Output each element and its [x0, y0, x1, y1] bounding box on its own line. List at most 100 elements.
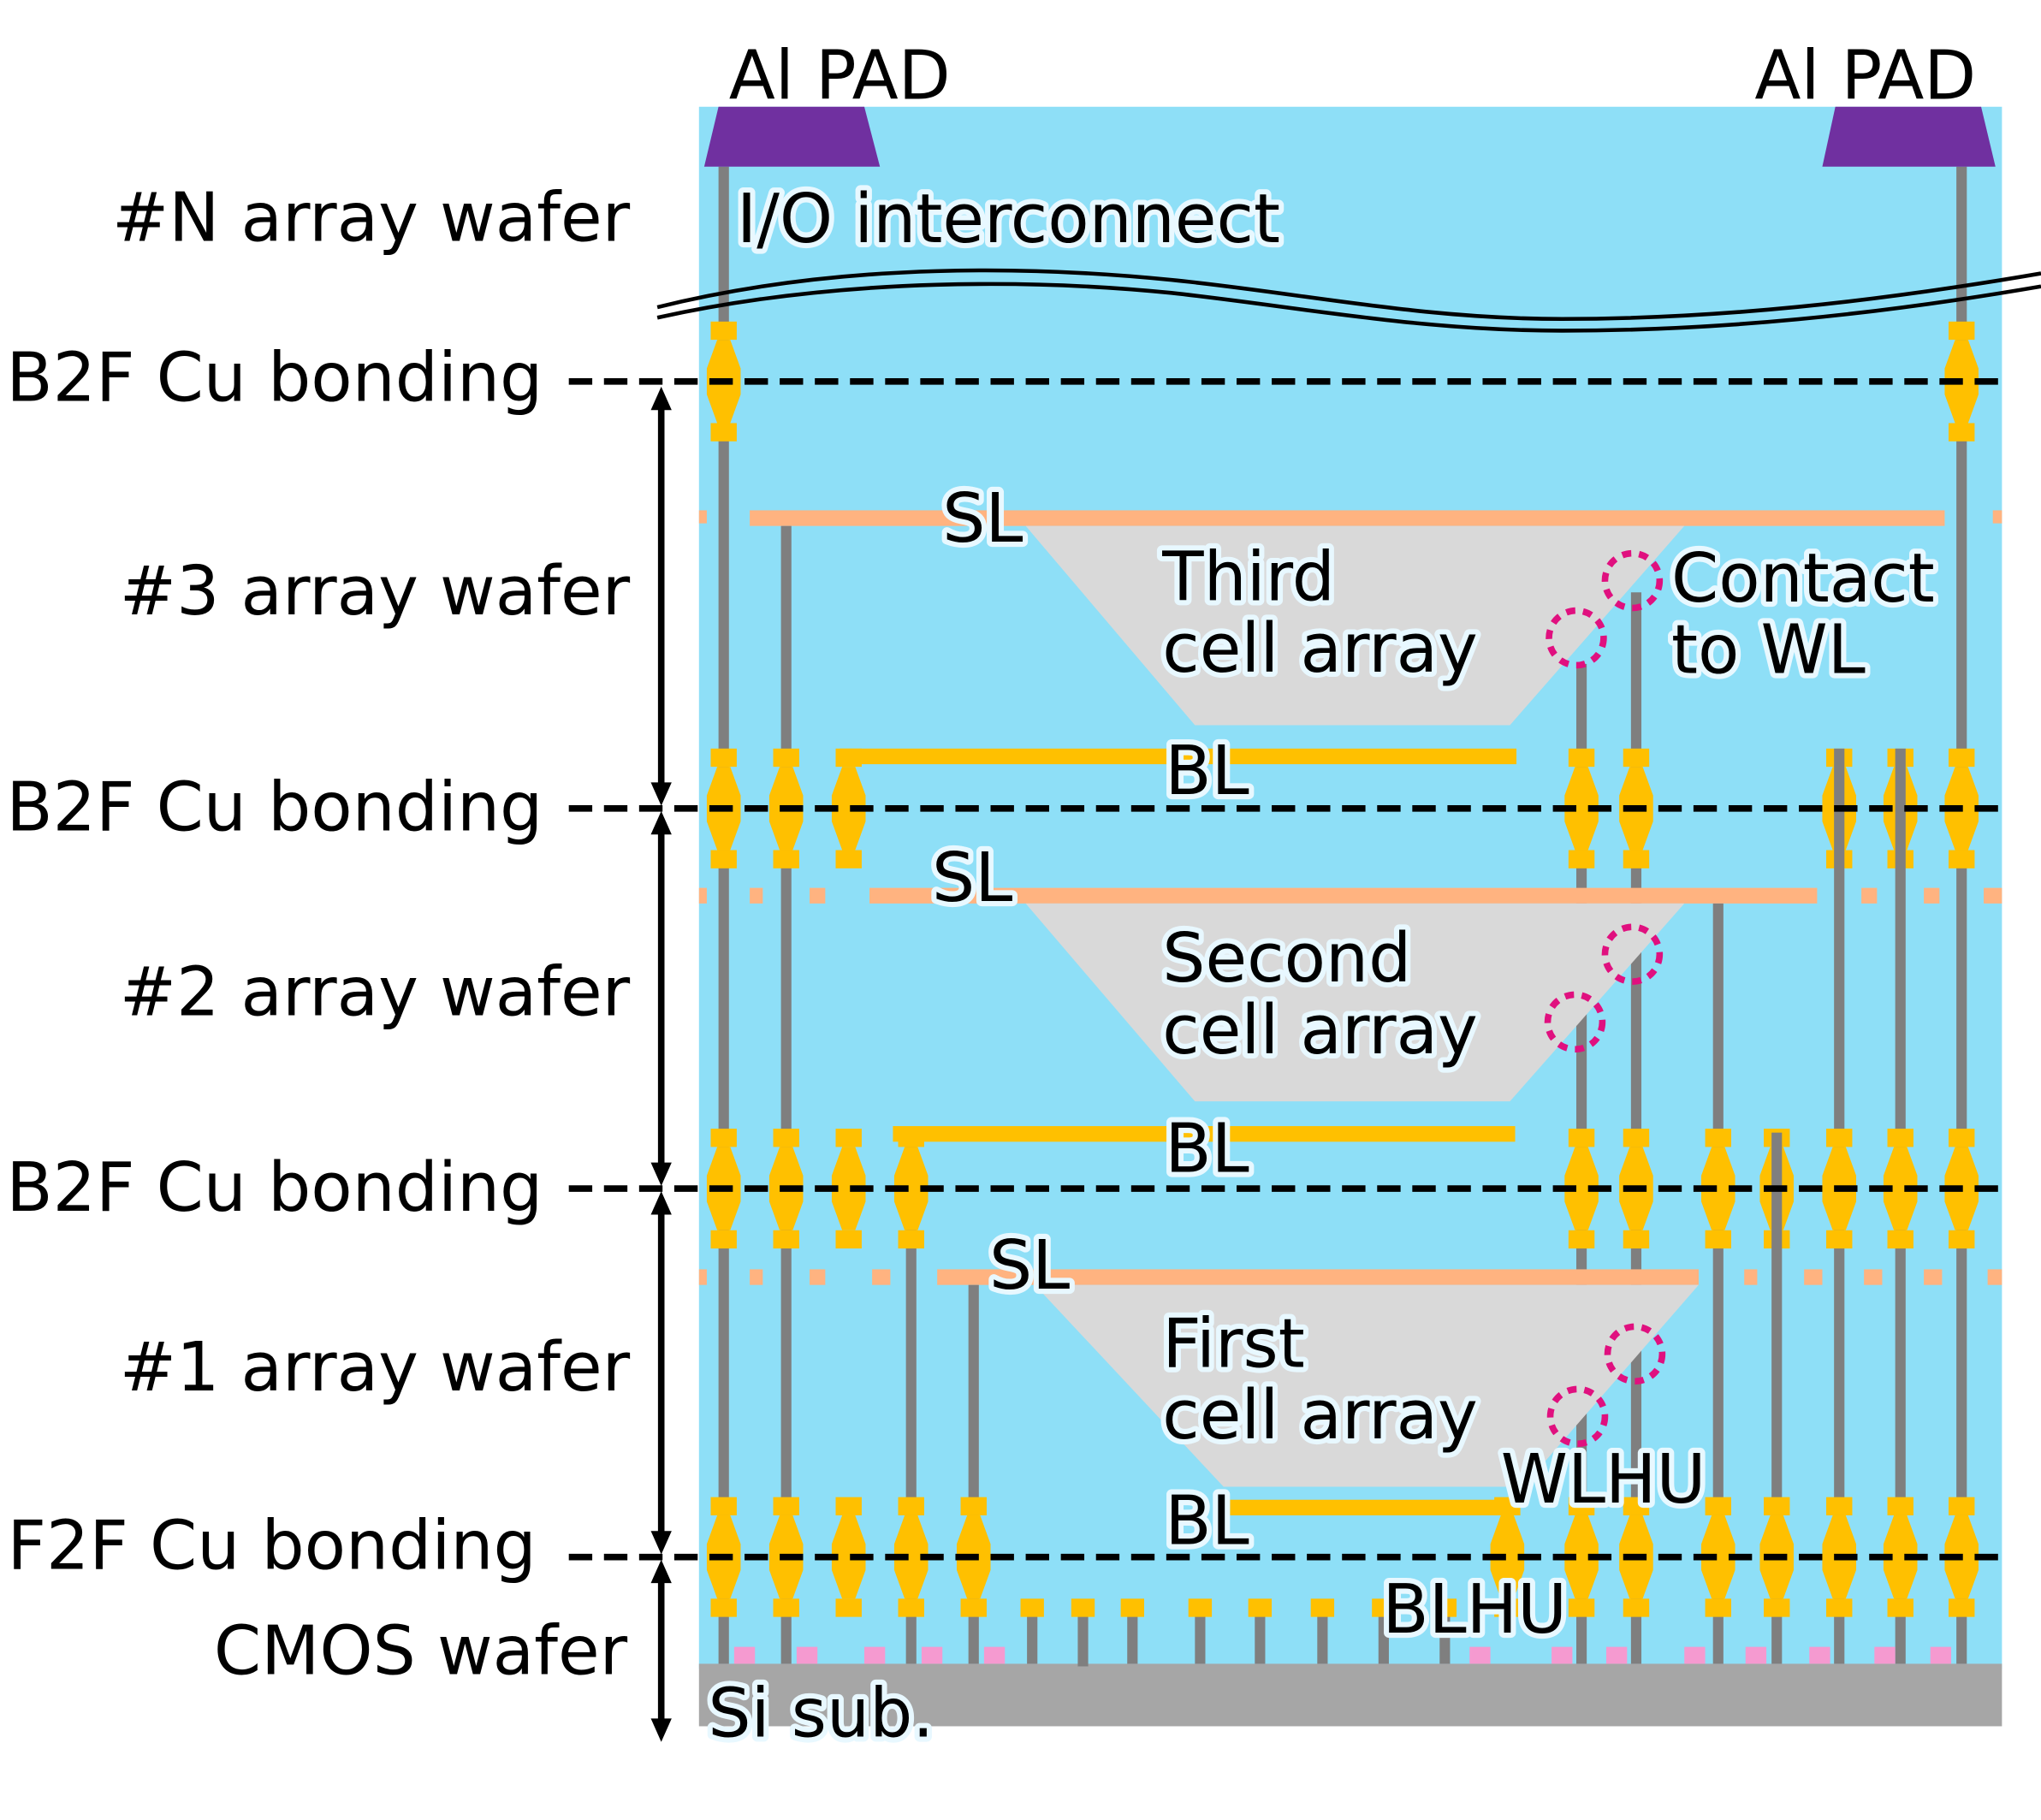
cmos-device [1930, 1646, 1952, 1664]
bond-lines [568, 377, 2002, 1561]
label-sl-2: SL [932, 839, 1012, 917]
sl-dash [1861, 887, 1878, 904]
cu-pad [1887, 1598, 1913, 1617]
si-substrate [698, 1663, 2002, 1727]
sl-dash [1924, 887, 1940, 904]
cmos-device [1684, 1646, 1706, 1664]
cu-pad [898, 1230, 924, 1249]
source-line [869, 887, 1818, 904]
wl-contact-circle [1604, 1323, 1666, 1385]
cu-pad [1949, 1598, 1975, 1617]
arrow-head-up [650, 810, 672, 835]
cu-bond-joint [1564, 767, 1599, 851]
cu-bond-joint [1883, 1147, 1918, 1230]
wl-contact-circle [1546, 607, 1607, 669]
sl-dash [750, 1269, 763, 1285]
second-cell-array [1025, 903, 1685, 1102]
label-al-pad-right: Al PAD [1754, 37, 1976, 116]
cmos-device [983, 1646, 1006, 1664]
blhu-pad [1433, 1598, 1457, 1617]
wl-contact-circle [1601, 549, 1664, 612]
cu-pad [773, 1129, 799, 1147]
cmos-device [921, 1646, 943, 1664]
label-array-3-line1: Third [1161, 537, 1335, 616]
sl-dash [698, 1269, 707, 1285]
cmos-device [733, 1646, 756, 1664]
cu-pad [1949, 1129, 1975, 1147]
bit-line [840, 748, 1517, 765]
label-wafer-3: #3 array wafer [120, 552, 631, 631]
cu-pad [1568, 748, 1595, 768]
via [1317, 1614, 1328, 1664]
cu-pad [773, 850, 799, 869]
cu-pad [1949, 850, 1975, 869]
cu-pad [1949, 1497, 1975, 1515]
cu-pad [835, 850, 862, 869]
cu-pad [835, 1230, 862, 1249]
cu-pad [835, 1129, 862, 1147]
cu-pad [1494, 1497, 1521, 1515]
bit-line [1230, 1499, 1510, 1515]
break-line-upper [656, 268, 2041, 322]
al-pad-left [703, 106, 881, 167]
sl-dash [1924, 1269, 1943, 1285]
cu-pad [1568, 1497, 1595, 1515]
cu-bond-joint [1883, 1515, 1918, 1599]
wl-contact-circle [1544, 991, 1606, 1053]
cu-pad [1705, 1230, 1731, 1249]
blhu-pad [1248, 1598, 1273, 1617]
blhu-pad [1188, 1598, 1213, 1617]
cu-pad [773, 1598, 799, 1617]
sl-dash [1804, 1269, 1823, 1285]
cu-pad [1705, 1497, 1731, 1515]
label-wlhu: WLHU [1501, 1440, 1706, 1519]
cu-pad [710, 321, 737, 341]
cu-pad [710, 1129, 737, 1147]
cu-pad [960, 1497, 987, 1515]
cu-pad [710, 1497, 737, 1515]
cu-pad [1494, 1598, 1521, 1617]
label-array-3-line2: cell array [1162, 609, 1478, 688]
cu-pad [1949, 321, 1975, 341]
cu-pad [1623, 850, 1650, 869]
label-contact-line2: to WL [1671, 611, 1866, 690]
cu-pad [1705, 1598, 1731, 1617]
blhu-pad [1071, 1598, 1095, 1617]
third-cell-array [1025, 525, 1685, 726]
cmos-device [1469, 1646, 1491, 1664]
cmos-device [1745, 1646, 1767, 1664]
label-bond-2-1: B2F Cu bonding [6, 1148, 543, 1227]
wl-contact-circle [1546, 1385, 1609, 1448]
label-array-2-line2: cell array [1162, 991, 1478, 1070]
cu-pad [1887, 1230, 1913, 1249]
cu-pad [710, 1598, 737, 1617]
cu-pad [1623, 1230, 1650, 1249]
structures-layer [698, 166, 2002, 1667]
arrow-head-down [650, 1531, 672, 1555]
label-cmos-wafer: CMOS wafer [214, 1612, 628, 1691]
via [1378, 1614, 1389, 1664]
cu-pad [1568, 1598, 1595, 1617]
label-bond-f2f: F2F Cu bonding [8, 1506, 537, 1585]
label-blhu: BLHU [1382, 1570, 1567, 1649]
thickness-arrows [650, 386, 672, 1742]
cu-pad [1826, 1497, 1853, 1515]
sl-dash [810, 1269, 826, 1285]
sl-dash [1984, 887, 2002, 904]
blhu-pad [1372, 1598, 1396, 1617]
cu-pad [1764, 1598, 1790, 1617]
sl-dash [1987, 1269, 2002, 1285]
cmos-device [863, 1646, 886, 1664]
cu-pad [898, 1129, 924, 1147]
cu-pad [1887, 1497, 1913, 1515]
cu-pad [1949, 748, 1975, 768]
label-wafer-2: #2 array wafer [120, 953, 631, 1032]
cu-pad [835, 1598, 862, 1617]
cu-bond-joint [1564, 1147, 1599, 1230]
label-array-1-line1: First [1162, 1305, 1304, 1384]
cu-pad [835, 748, 862, 768]
label-array-1-line2: cell array [1162, 1376, 1478, 1455]
cu-pad [710, 1230, 737, 1249]
arrow-head-down [650, 782, 672, 806]
